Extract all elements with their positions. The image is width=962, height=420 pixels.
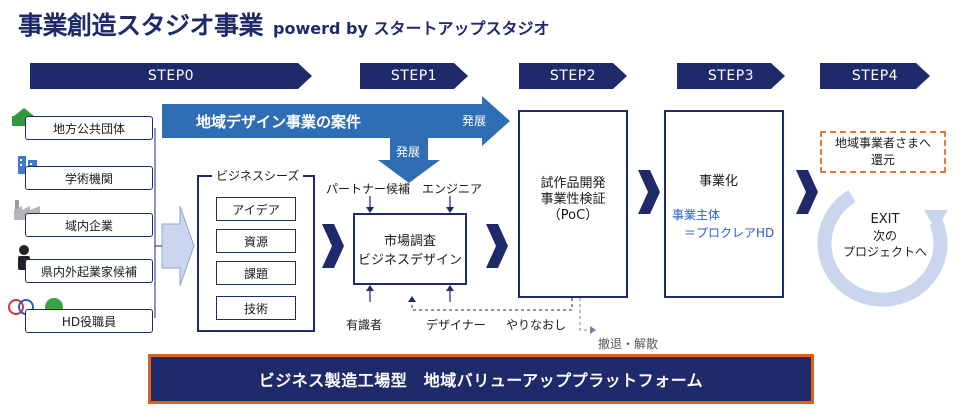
exit-project: プロジェクトへ <box>842 245 927 259</box>
retry-label: やりなおし <box>506 318 567 332</box>
market-research-label: 市場調査 <box>383 234 436 249</box>
market-research-box: 市場調査 ビジネスデザイン <box>353 213 467 285</box>
inflow-arrow <box>161 205 195 287</box>
develop-down-label: 発展 <box>396 145 421 159</box>
input-partner: パートナー候補 <box>326 182 411 196</box>
government-icon <box>10 106 38 128</box>
retry-loop <box>411 298 573 311</box>
exit-cycle-arrowhead <box>924 210 948 230</box>
step0-header: STEP0 <box>30 63 312 89</box>
entity-academic: 学術機関 <box>25 166 153 190</box>
business-design-label: ビジネスデザイン <box>357 253 462 268</box>
develop-right-label: 発展 <box>462 114 487 128</box>
chevron-step1-to-step2 <box>486 224 508 268</box>
output-expert: 有識者 <box>346 318 383 332</box>
prototype-box: 試作品開発 事業性検証 （PoC） <box>518 110 628 298</box>
chevron-step3-to-step4 <box>796 170 818 214</box>
seed-issue: 課題 <box>216 261 296 285</box>
step4-header: STEP4 <box>820 63 930 89</box>
chevron-seeds-to-step1 <box>322 224 344 268</box>
return-line-2: 還元 <box>870 153 895 167</box>
business-owner-company: ＝プロクレアHD <box>684 226 775 240</box>
step1-header: STEP1 <box>360 63 468 89</box>
title-sub: powerd by スタートアップスタジオ <box>273 19 550 38</box>
commercialization-title: 事業化 <box>699 174 739 189</box>
exit-label-group: EXIT 次の プロジェクトへ <box>840 212 930 260</box>
entity-government: 地方公共団体 <box>25 116 153 140</box>
project-banner-label: 地域デザイン事業の案件 <box>196 113 362 131</box>
commercialization-box <box>664 110 784 298</box>
poc-label: （PoC） <box>547 208 599 223</box>
return-to-local-box: 地域事業者さまへ 還元 <box>820 131 946 173</box>
develop-down-arrow <box>378 138 440 183</box>
input-arrowhead <box>446 207 454 213</box>
business-owner-label: 事業主体 <box>672 208 721 222</box>
feasibility-label: 事業性検証 <box>540 192 606 207</box>
title-main: 事業創造スタジオ事業 <box>18 11 264 40</box>
output-arrowhead <box>446 285 454 291</box>
output-arrowhead <box>366 285 374 291</box>
withdraw-arrow <box>579 298 592 331</box>
input-arrowhead <box>366 207 374 213</box>
entity-entrepreneur: 県内外起業家候補 <box>25 259 153 283</box>
page-title: 事業創造スタジオ事業 powerd by スタートアップスタジオ <box>18 6 549 42</box>
exit-cycle <box>817 189 948 307</box>
step2-header: STEP2 <box>519 63 627 89</box>
entity-local-company: 域内企業 <box>25 213 153 237</box>
seed-idea: アイデア <box>216 197 296 221</box>
seed-resource: 資源 <box>216 229 296 253</box>
withdraw-label: 撤退・解散 <box>598 337 659 351</box>
business-seeds-title: ビジネスシーズ <box>212 167 304 184</box>
project-banner-arrow <box>162 96 510 146</box>
entity-hd-staff: HD役職員 <box>25 309 153 333</box>
exit-next: 次の <box>872 229 897 243</box>
seed-technology: 技術 <box>216 296 296 320</box>
output-designer: デザイナー <box>426 318 486 332</box>
prototype-label: 試作品開発 <box>540 176 606 191</box>
platform-bar: ビジネス製造工場型 地域バリューアッププラットフォーム <box>148 354 814 404</box>
input-engineer: エンジニア <box>422 182 483 196</box>
chevron-step2-to-step3 <box>638 170 660 214</box>
exit-title: EXIT <box>870 212 900 227</box>
step3-header: STEP3 <box>677 63 785 89</box>
return-line-1: 地域事業者さまへ <box>834 136 931 150</box>
